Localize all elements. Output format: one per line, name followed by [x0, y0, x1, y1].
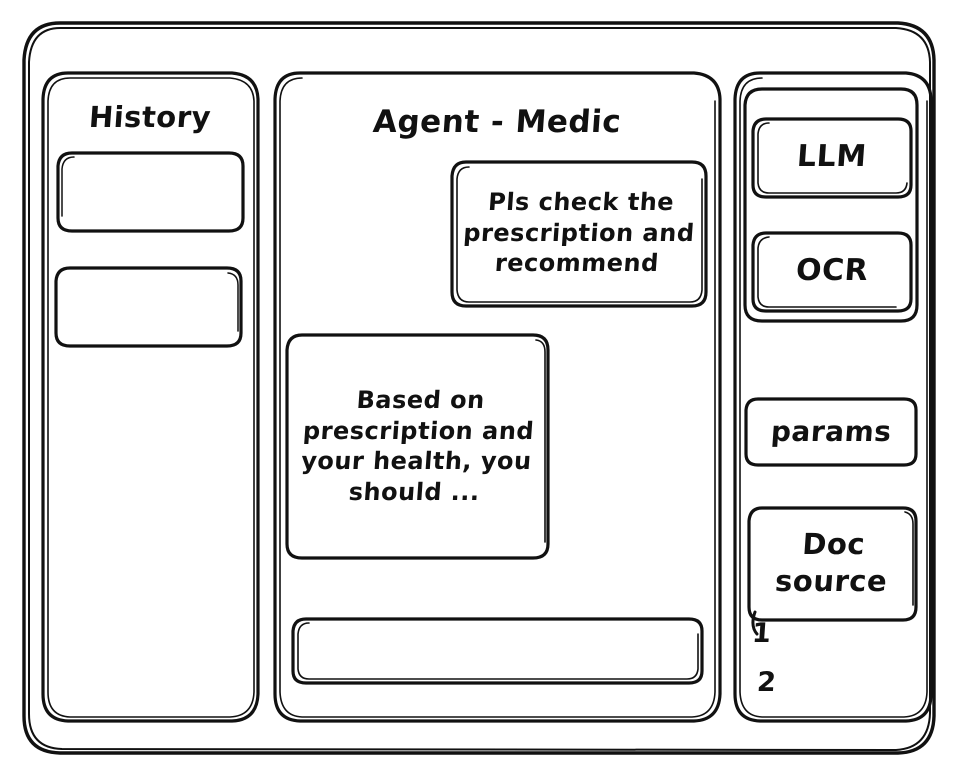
params-button[interactable]: params [746, 398, 916, 465]
user-message-text: Pls check the prescription and recommend [462, 188, 696, 278]
history-list-item[interactable] [56, 267, 241, 346]
assistant-message-text: Based on prescription and your health, y… [300, 386, 536, 507]
llm-button[interactable]: LLM [753, 118, 911, 197]
history-title: History [42, 96, 258, 140]
doc-source-list-item[interactable]: 2 [755, 664, 797, 702]
history-list-item[interactable] [58, 152, 243, 231]
doc-source-item-label: 2 [755, 666, 778, 698]
user-message-bubble: Pls check the prescription and recommend [452, 161, 706, 306]
ocr-button-label: OCR [794, 253, 870, 289]
params-button-label: params [769, 414, 893, 448]
assistant-message-bubble: Based on prescription and your health, y… [287, 334, 548, 559]
llm-button-label: LLM [796, 139, 869, 175]
history-title-label: History [87, 100, 213, 135]
ocr-button[interactable]: OCR [753, 232, 911, 311]
doc-source-list-item[interactable]: 1 [750, 615, 792, 653]
message-input[interactable] [293, 618, 702, 683]
doc-source-button[interactable]: Doc source [749, 507, 916, 620]
doc-source-button-label: Doc source [774, 527, 889, 599]
agent-title-label: Agent - Medic [371, 104, 623, 141]
page-title: Agent - Medic [274, 100, 720, 146]
doc-source-item-label: 1 [750, 617, 773, 649]
